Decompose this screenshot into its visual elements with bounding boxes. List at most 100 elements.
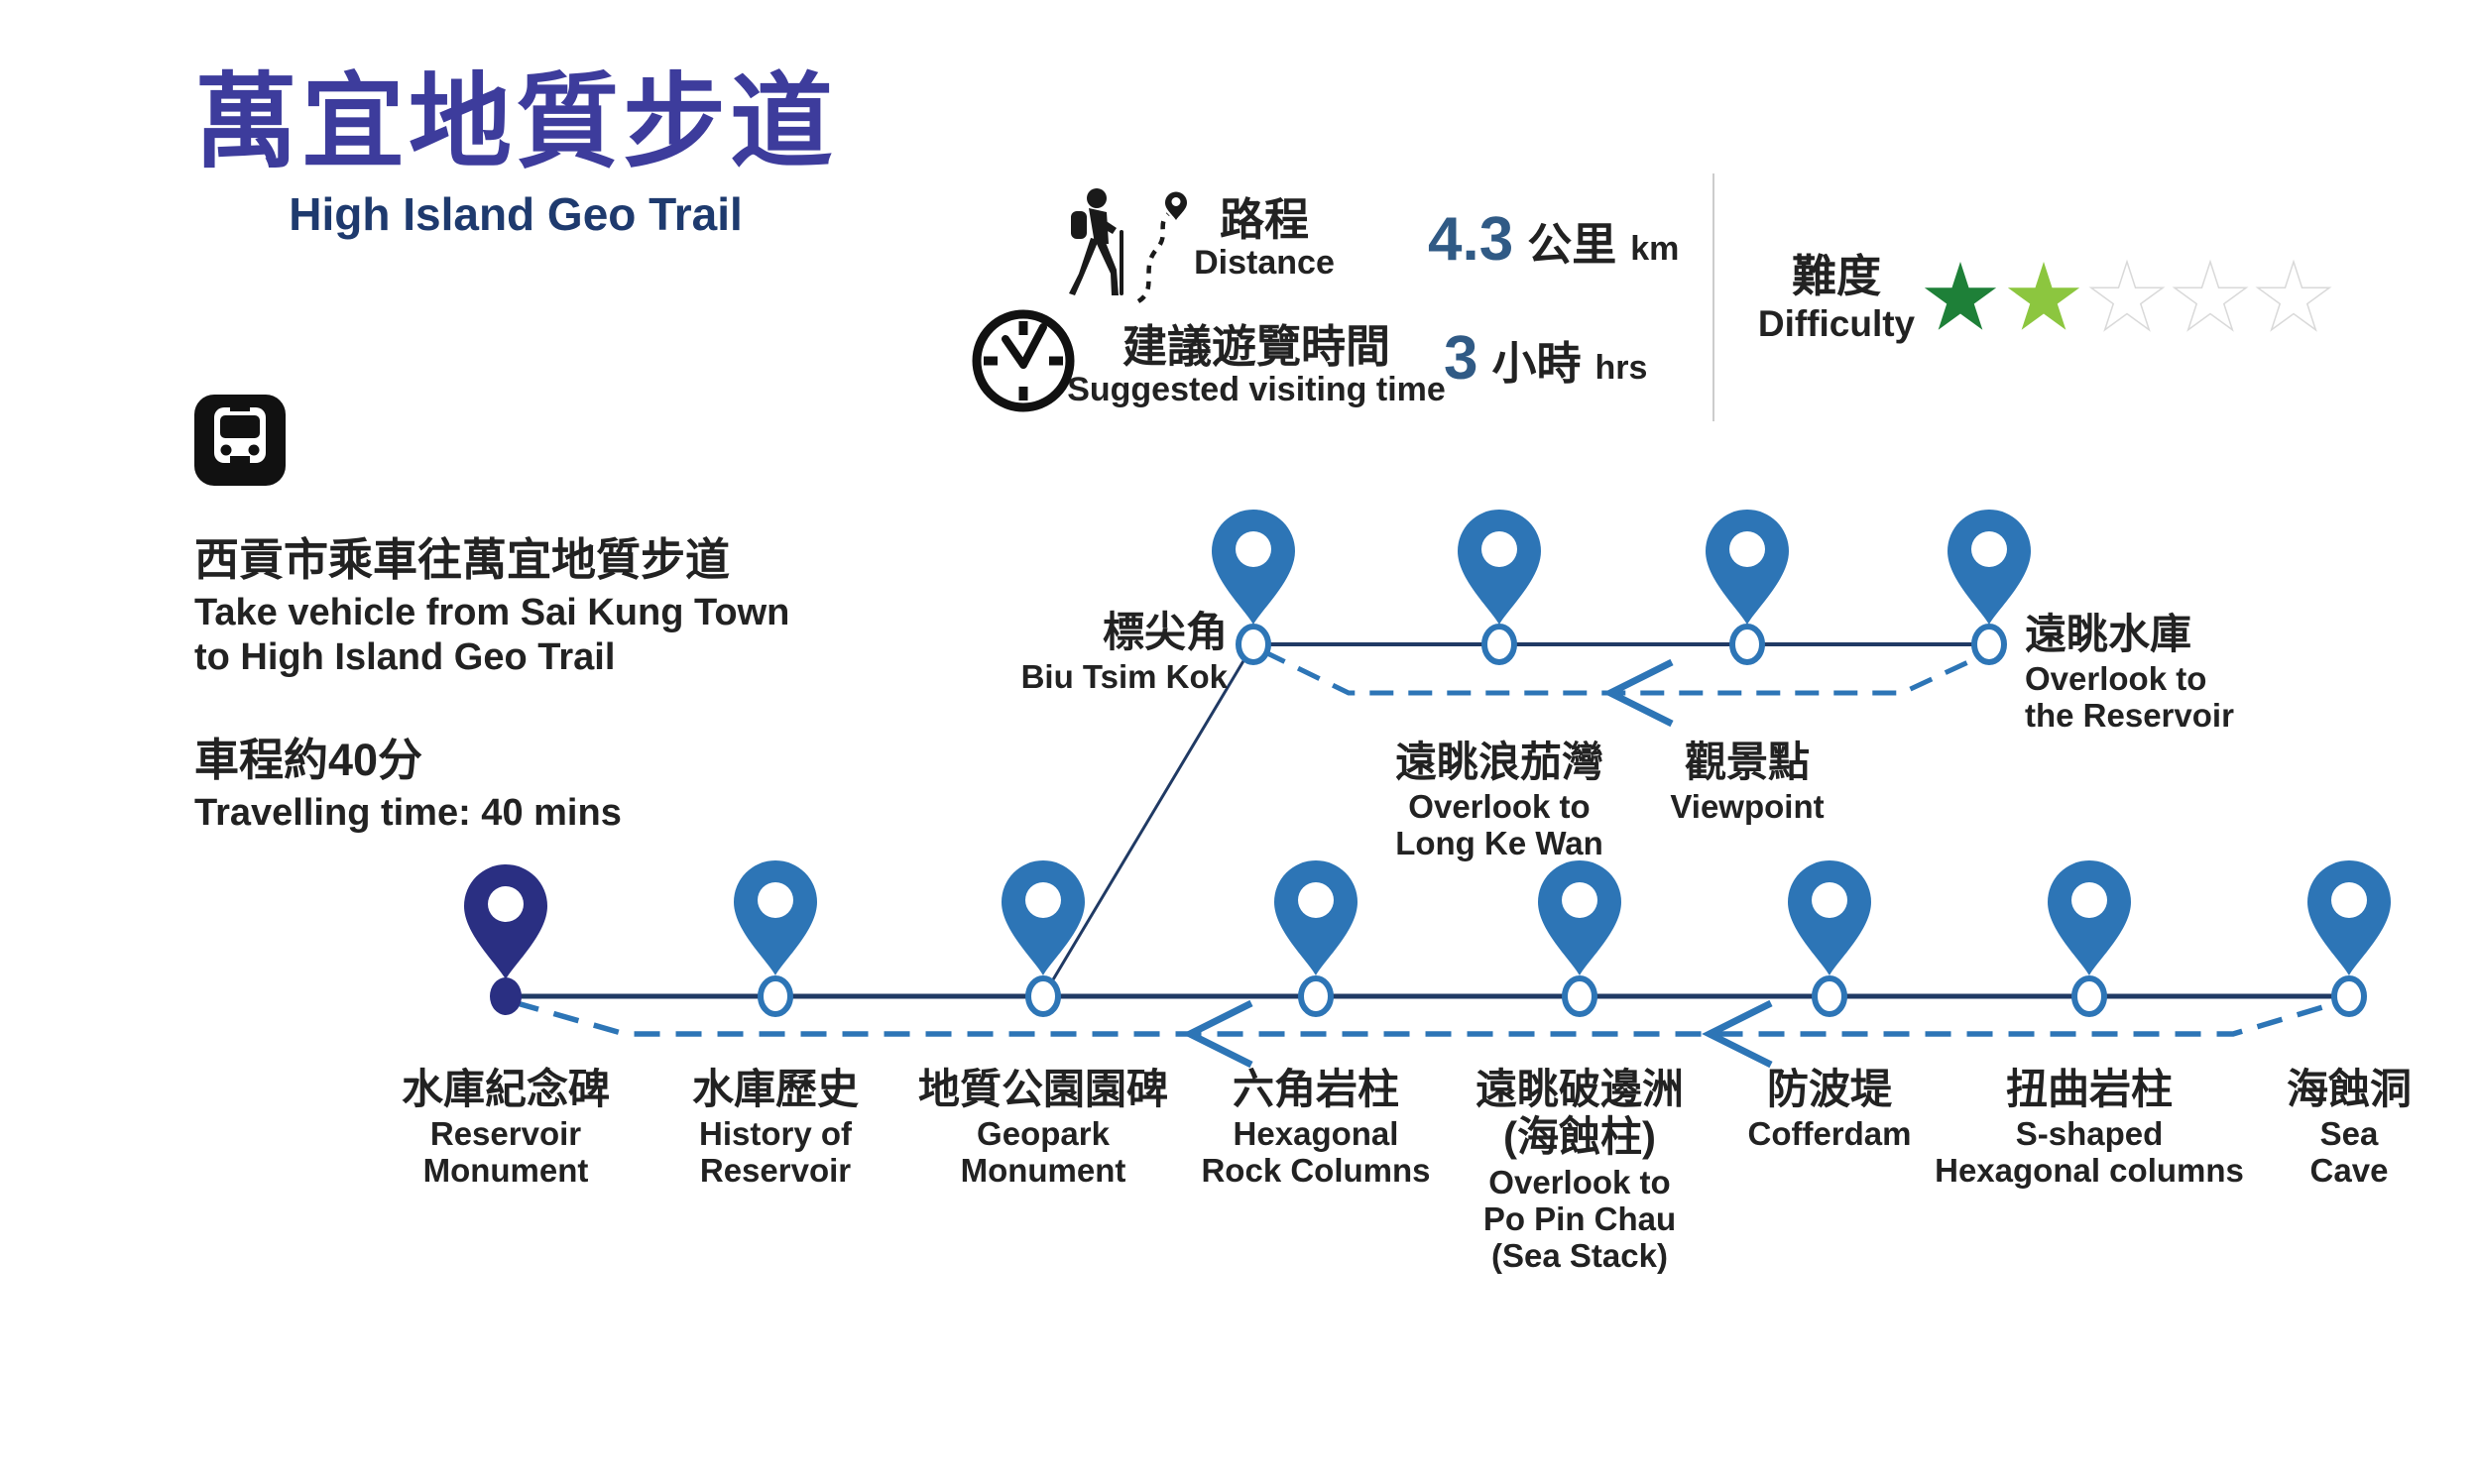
stop-label-history-of-reservoir: 水庫歷史 History of Reservoir: [692, 1066, 859, 1190]
stop-name-zh: 防波堤: [1766, 1066, 1892, 1112]
trail-node: [1481, 624, 1517, 665]
direction-arrow-icon: [1702, 999, 1773, 1069]
visiting-time-value-number: 3: [1444, 324, 1478, 393]
distance-value: 4.3 公里 km: [1428, 204, 1679, 275]
map-pin: [1788, 860, 1871, 975]
visiting-time-label-zh: 建議遊覽時間: [1121, 321, 1390, 372]
stop-label-s-shaped-columns: 扭曲岩柱 S-shaped Hexagonal columns: [1935, 1066, 2244, 1190]
trail-node: [1812, 975, 1847, 1017]
trail-node: [1025, 975, 1061, 1017]
star-icon: [2088, 259, 2166, 332]
stop-label-overlook-long-ke-wan: 遠眺浪茄灣 Overlook to Long Ke Wan: [1395, 739, 1603, 862]
distance-value-number: 4.3: [1428, 205, 1514, 274]
stop-label-hexagonal-rock-columns: 六角岩柱 Hexagonal Rock Columns: [1201, 1066, 1430, 1190]
hiker-icon: [1069, 188, 1187, 303]
stop-label-overlook-reservoir: 遠眺水庫 Overlook to the Reservoir: [2025, 611, 2234, 735]
distance-unit-zh: 公里: [1527, 219, 1617, 270]
map-pin: [2048, 860, 2131, 975]
stop-name-zh: 水庫歷史: [691, 1066, 860, 1112]
stop-name-zh: 遠眺浪茄灣: [1394, 739, 1604, 785]
stop-name-en: Overlook to Long Ke Wan: [1395, 788, 1603, 862]
transport-route-text: 西貢市乘車往萬宜地質步道 Take vehicle from Sai Kung …: [194, 533, 789, 680]
stop-name-en: Hexagonal Rock Columns: [1201, 1115, 1431, 1190]
page-title-block: 萬宜地質步道 High Island Geo Trail: [169, 65, 863, 241]
trail-node: [2071, 975, 2107, 1017]
transport-route-zh: 西貢市乘車往萬宜地質步道: [194, 534, 731, 585]
map-pin: [1274, 860, 1358, 975]
stop-label-geopark-monument: 地質公園園碑 Geopark Monument: [918, 1066, 1168, 1190]
stop-name-zh: 扭曲岩柱: [2005, 1066, 2173, 1112]
map-pin-dark: [464, 864, 547, 979]
stop-name-en: Viewpoint: [1670, 788, 1825, 826]
stop-name-zh: 水庫紀念碑: [401, 1066, 611, 1112]
map-pin: [1002, 860, 1085, 975]
stop-name-en: S-shaped Hexagonal columns: [1935, 1115, 2244, 1190]
stop-name-en: Sea Cave: [2309, 1115, 2389, 1190]
stop-label-cofferdam: 防波堤 Cofferdam: [1747, 1066, 1911, 1153]
stop-name-zh: 觀景點: [1684, 739, 1810, 785]
difficulty-star-rating: [1924, 259, 2332, 332]
trail-node: [1298, 975, 1334, 1017]
stop-label-sea-cave: 海蝕洞 Sea Cave: [2285, 1066, 2415, 1190]
trail-node: [758, 975, 793, 1017]
map-pin: [2307, 860, 2391, 975]
visiting-time-label: 建議遊覽時間 Suggested visiting time: [1067, 321, 1446, 407]
star-icon: [2255, 259, 2332, 332]
visiting-time-value: 3 小時 hrs: [1444, 323, 1647, 394]
stop-label-biu-tsim-kok: 標尖角 Biu Tsim Kok: [1021, 609, 1228, 696]
stop-label-reservoir-monument: 水庫紀念碑 Reservoir Monument: [402, 1066, 610, 1190]
clock-icon: [972, 309, 1075, 412]
transport-duration-en: Travelling time: 40 mins: [194, 792, 622, 834]
map-pin: [1706, 510, 1789, 625]
map-pin: [1212, 510, 1295, 625]
return-path-main: [513, 999, 2337, 1037]
transport-duration-zh: 車程約40分: [194, 735, 423, 785]
visiting-time-unit-en: hrs: [1594, 349, 1648, 387]
visiting-time-label-en: Suggested visiting time: [1067, 370, 1446, 408]
map-pin: [1458, 510, 1541, 625]
distance-unit-en: km: [1630, 230, 1680, 268]
bus-icon: [194, 395, 286, 486]
stop-name-en: Reservoir Monument: [422, 1115, 589, 1190]
distance-label: 路程 Distance: [1194, 194, 1335, 281]
difficulty-label: 難度 Difficulty: [1758, 250, 1915, 345]
section-divider: [1712, 173, 1714, 421]
stop-name-en: Biu Tsim Kok: [1020, 658, 1228, 696]
page-title: 萬宜地質步道: [193, 65, 837, 180]
distance-label-en: Distance: [1194, 243, 1335, 282]
distance-label-zh: 路程: [1219, 194, 1310, 245]
trail-node: [1236, 624, 1271, 665]
star-icon: [2007, 262, 2080, 330]
star-icon: [1924, 262, 1997, 330]
stop-name-en: Geopark Monument: [960, 1115, 1126, 1190]
stop-name-zh: 海蝕洞: [2286, 1066, 2412, 1112]
trail-node: [1971, 624, 2007, 665]
stop-name-en: History of Reservoir: [698, 1115, 853, 1190]
stop-name-zh: 遠眺水庫: [2025, 611, 2192, 657]
stop-name-zh: 遠眺破邊洲 (海蝕柱): [1475, 1066, 1685, 1161]
return-path-branch: [1261, 648, 1987, 696]
stop-name-en: Cofferdam: [1747, 1115, 1912, 1153]
trail-node-start: [490, 977, 522, 1015]
trail-node: [1562, 975, 1597, 1017]
transport-route-en: Take vehicle from Sai Kung Town to High …: [194, 592, 790, 678]
difficulty-label-zh: 難度: [1791, 251, 1881, 301]
transport-duration-text: 車程約40分 Travelling time: 40 mins: [194, 734, 622, 836]
visiting-time-unit-zh: 小時: [1491, 338, 1582, 389]
stop-name-zh: 地質公園園碑: [917, 1066, 1169, 1112]
stop-label-overlook-po-pin-chau: 遠眺破邊洲 (海蝕柱) Overlook to Po Pin Chau (Sea…: [1476, 1066, 1684, 1274]
map-pin: [1948, 510, 2031, 625]
stop-name-zh: 標尖角: [1102, 609, 1228, 655]
page-subtitle: High Island Geo Trail: [289, 188, 743, 241]
stop-name-zh: 六角岩柱: [1232, 1066, 1400, 1112]
map-pin: [1538, 860, 1621, 975]
trail-node: [1729, 624, 1765, 665]
direction-arrow-icon: [1182, 999, 1253, 1069]
stop-name-en: Overlook to Po Pin Chau (Sea Stack): [1482, 1163, 1677, 1274]
direction-arrow-icon: [1602, 658, 1674, 728]
map-pin: [734, 860, 817, 975]
trail-connector-line: [1041, 643, 1255, 997]
stop-name-en: Overlook to the Reservoir: [2025, 660, 2234, 735]
trail-node: [2331, 975, 2367, 1017]
